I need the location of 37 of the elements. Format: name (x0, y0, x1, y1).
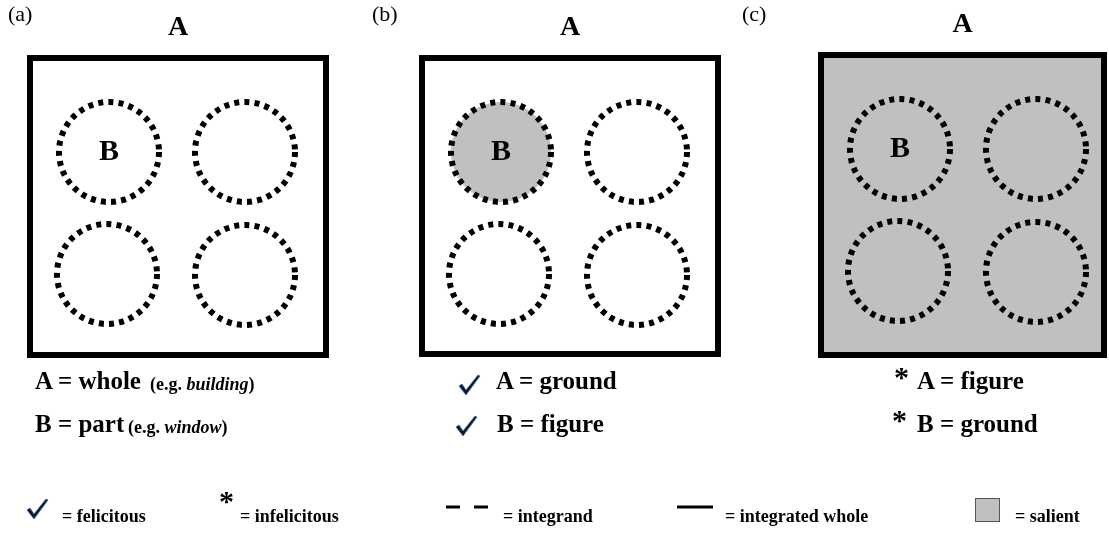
caption-text: A = figure (917, 368, 1024, 393)
circle-label: B (490, 132, 512, 168)
panel-label: (b) (372, 3, 398, 25)
legend-text: = felicitous (62, 507, 146, 525)
panel-label: (c) (742, 3, 767, 25)
asterisk: * (892, 405, 907, 435)
panel-label: (a) (8, 3, 33, 25)
caption-text: B = part (35, 411, 125, 436)
dotted-circle (846, 95, 954, 203)
circle-label: B (98, 132, 120, 168)
legend-text: = infelicitous (240, 507, 339, 525)
caption-text: B = figure (497, 411, 604, 436)
dotted-circle (53, 220, 161, 328)
dotted-circle (982, 95, 1090, 203)
asterisk: * (894, 362, 909, 392)
legend-text: = integrand (503, 507, 593, 525)
box-heading: A (951, 6, 974, 40)
dotted-circle (982, 218, 1090, 326)
asterisk: * (219, 486, 234, 516)
dotted-circle (445, 220, 553, 328)
caption-text: B = ground (917, 411, 1038, 436)
dotted-circle (191, 98, 299, 206)
dotted-circle (191, 221, 299, 329)
dotted-circle (55, 98, 163, 206)
dotted-circle (447, 98, 555, 206)
dotted-circle (844, 217, 952, 325)
caption-text: A = ground (496, 368, 617, 393)
legend-text: = integrated whole (725, 507, 869, 525)
dotted-circle (583, 221, 691, 329)
caption-text: (e.g. building) (150, 375, 255, 393)
caption-text: (e.g. window) (128, 418, 228, 436)
box-heading: A (166, 9, 190, 43)
legend-text: = salient (1015, 507, 1080, 525)
circle-label: B (889, 129, 911, 165)
box-heading: A (558, 9, 582, 43)
caption-text: A = whole (35, 368, 141, 393)
dotted-circle (583, 98, 691, 206)
